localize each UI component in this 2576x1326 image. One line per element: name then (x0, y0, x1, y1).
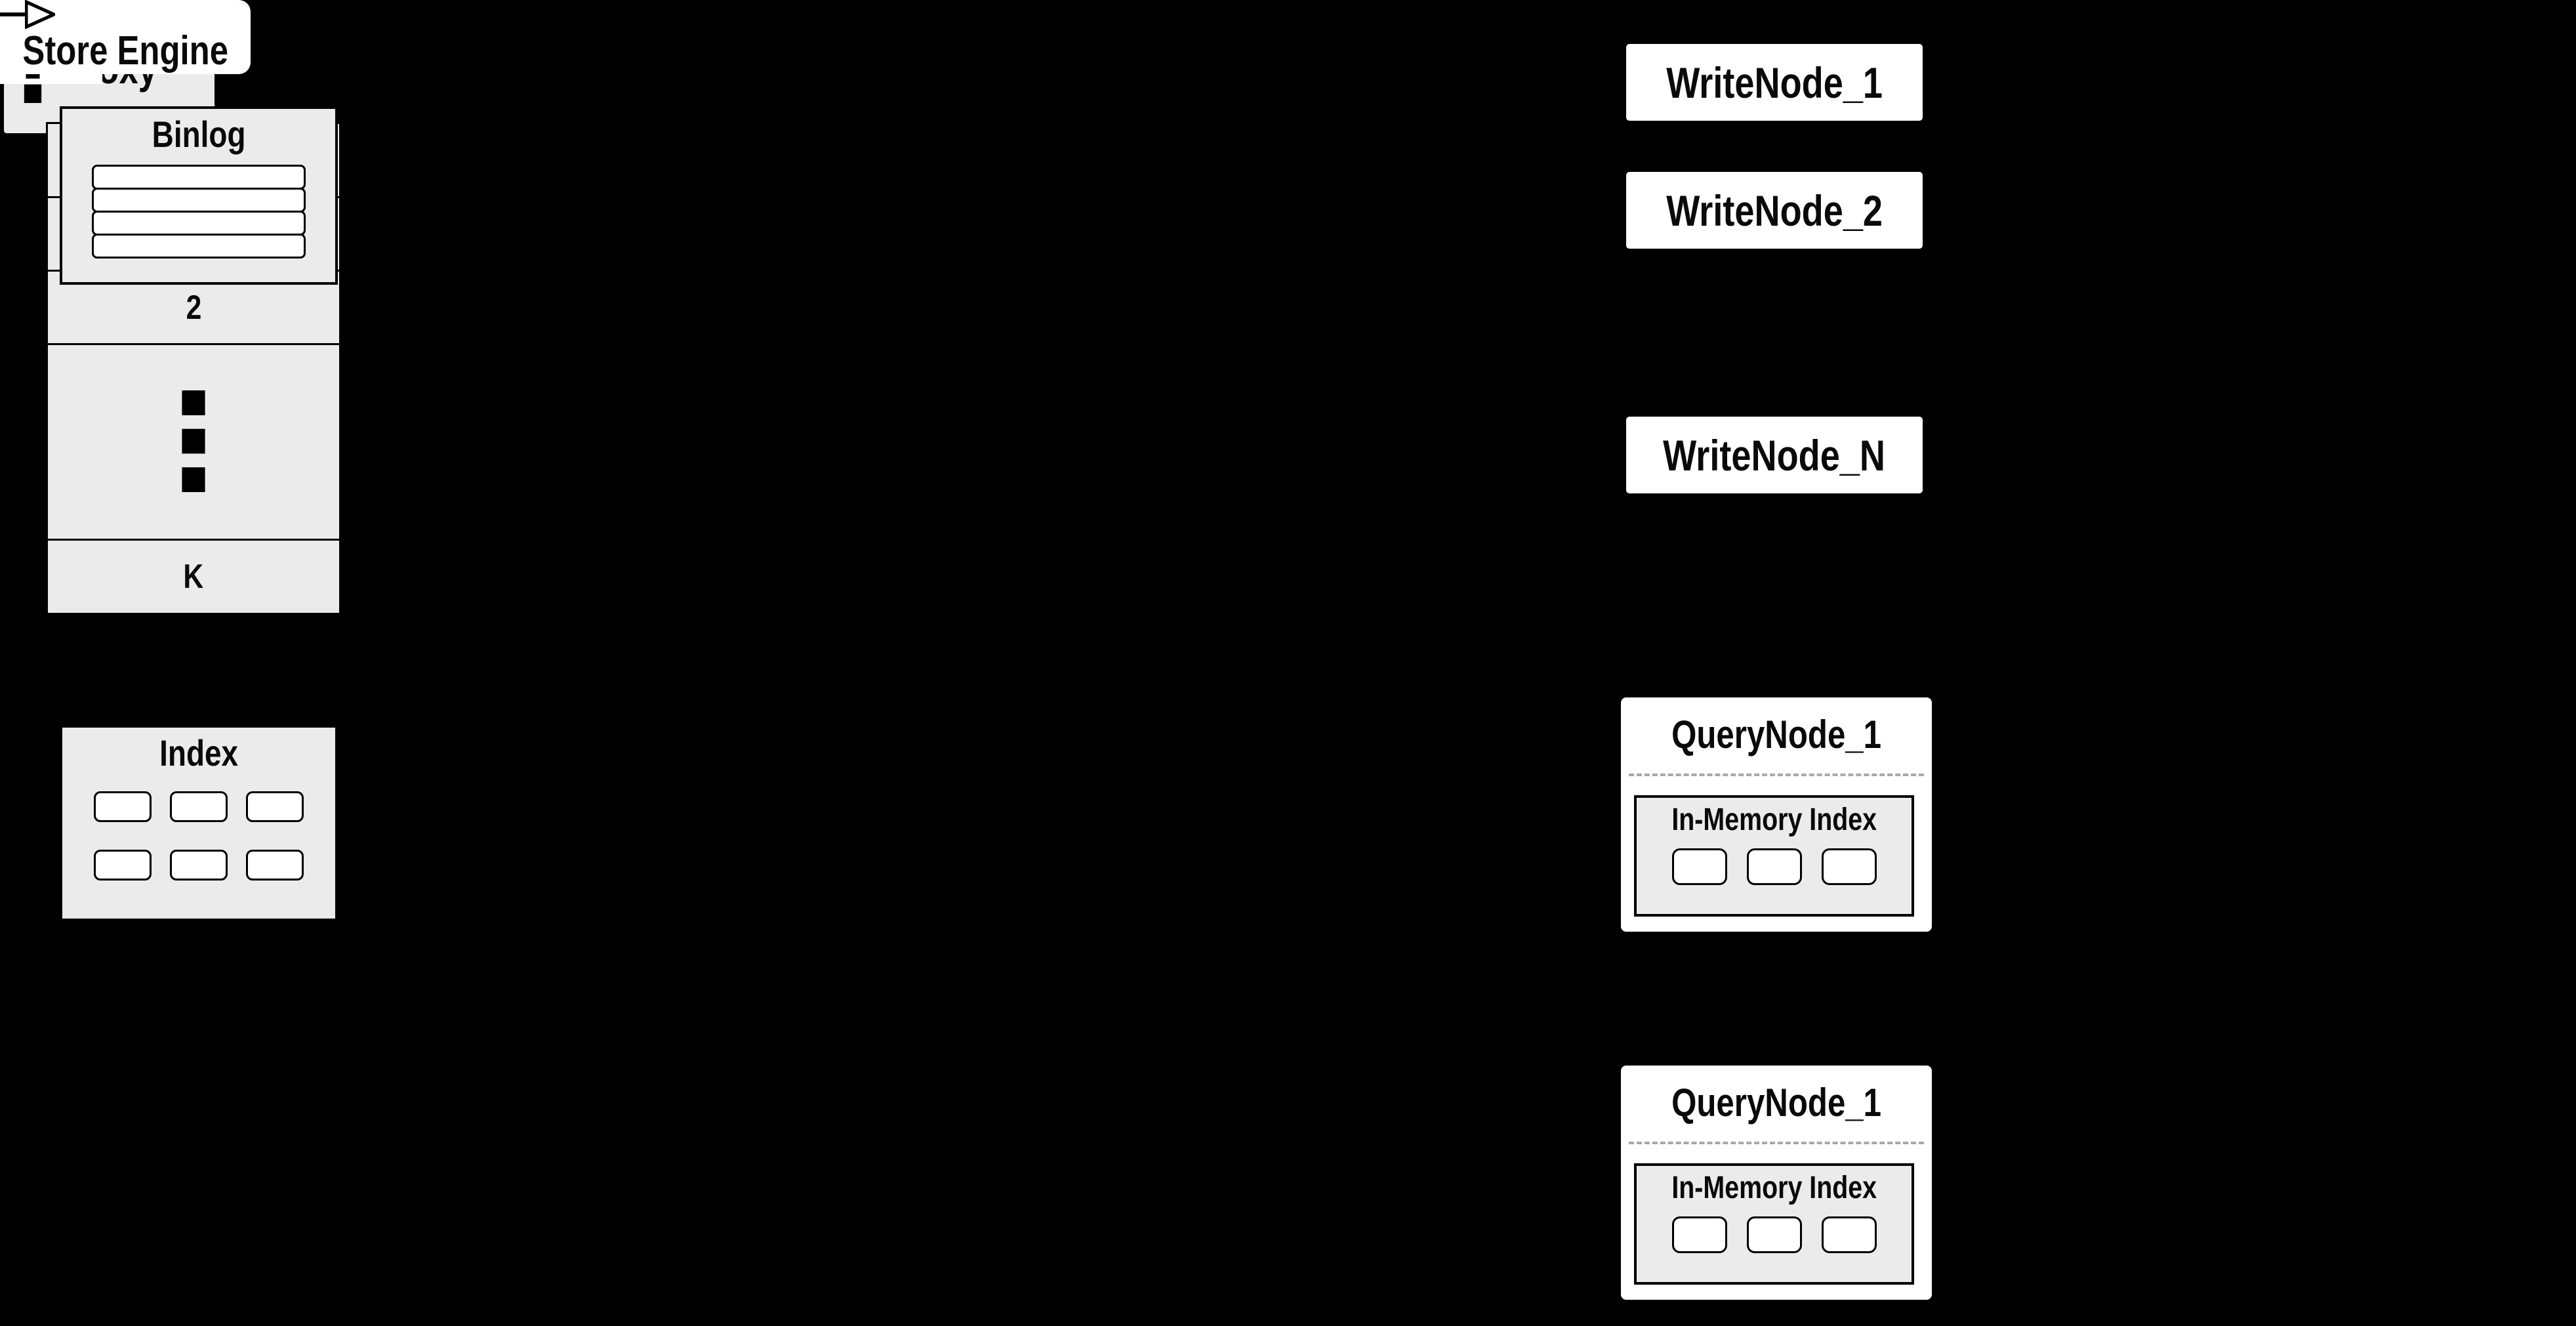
index-segments (1637, 848, 1912, 885)
segment-cell (1671, 1216, 1727, 1253)
segment-cell (1671, 848, 1727, 885)
index-cell-row (62, 850, 335, 881)
binlog-row (92, 188, 306, 213)
querynode-1-title: QueryNode_1 (1671, 713, 1881, 756)
dashed-divider (1629, 1142, 1924, 1144)
index-cell (94, 850, 152, 881)
querynode-m-title: QueryNode_1 (1671, 1081, 1881, 1125)
binlog-row (92, 211, 306, 236)
index-title: Index (159, 732, 238, 774)
in-memory-index-title: In-Memory Index (1671, 1171, 1877, 1205)
index-cell (170, 791, 228, 822)
index-box: Index (60, 725, 338, 921)
binlog-title: Binlog (152, 114, 246, 155)
querynode-1-box: QueryNode_1 In-Memory Index (1616, 692, 1937, 937)
writenode-n-box: WriteNode_N (1620, 411, 1929, 499)
arrow-shaft (0, 12, 28, 16)
segment-cell (1821, 848, 1877, 885)
segment-cell (1821, 1216, 1877, 1253)
index-segments (1637, 1216, 1912, 1253)
index-cell (94, 791, 152, 822)
segment-cell (1746, 1216, 1802, 1253)
wal-row-ellipsis: ⋮ (46, 343, 341, 541)
arrow-to-index (0, 0, 55, 29)
writenode-2-box: WriteNode_2 (1620, 166, 1929, 255)
index-cell (246, 791, 304, 822)
in-memory-index-box: In-Memory Index (1634, 1163, 1914, 1285)
binlog-rows (92, 165, 306, 259)
binlog-row (92, 165, 306, 190)
store-engine-title: Store Engine (22, 28, 228, 73)
binlog-box: Binlog (60, 106, 338, 285)
index-cell-row (62, 791, 335, 822)
in-memory-index-box: In-Memory Index (1634, 795, 1914, 917)
querynode-m-box: QueryNode_1 In-Memory Index (1616, 1060, 1937, 1305)
index-cell (246, 850, 304, 881)
wal-row-k: K (46, 539, 341, 615)
open-arrowhead-icon (25, 0, 55, 29)
writenode-1-box: WriteNode_1 (1620, 38, 1929, 127)
in-memory-index-title: In-Memory Index (1671, 802, 1877, 837)
index-cell (170, 850, 228, 881)
dashed-divider (1629, 774, 1924, 776)
binlog-row (92, 234, 306, 259)
vertical-ellipsis: ⋮ (128, 365, 259, 518)
segment-cell (1746, 848, 1802, 885)
